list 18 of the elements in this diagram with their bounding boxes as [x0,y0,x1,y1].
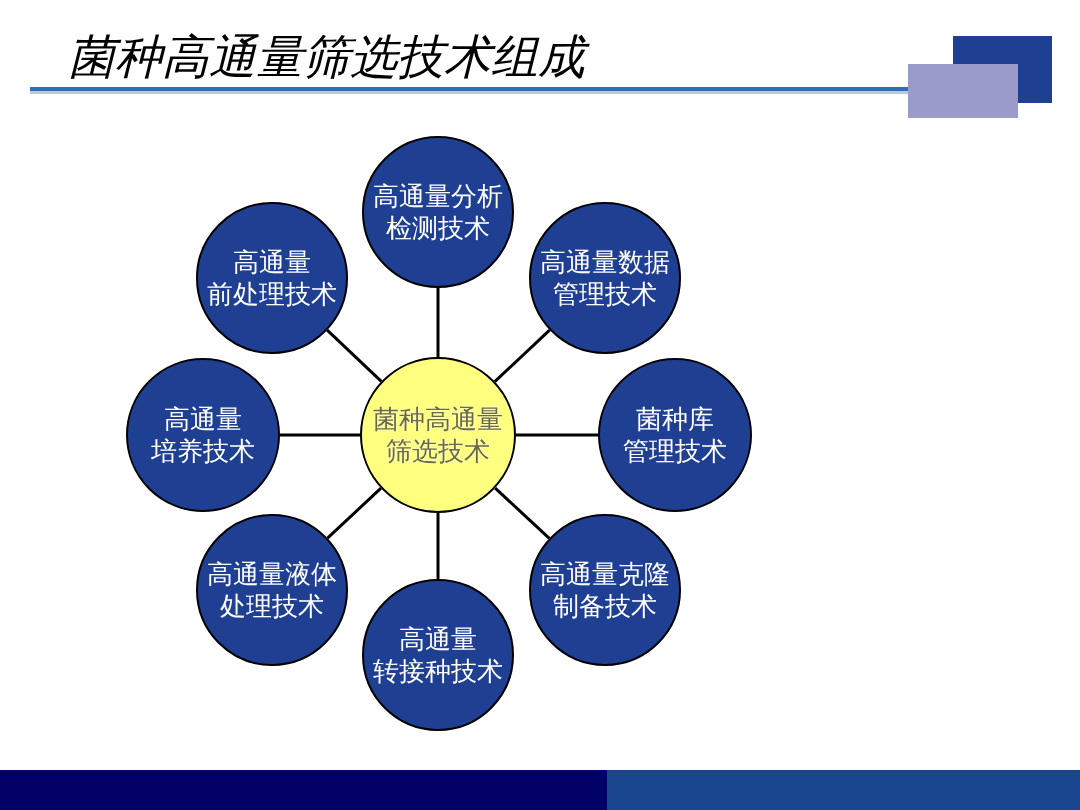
slide-title: 菌种高通量筛选技术组成 [66,27,599,86]
node-label: 高通量培养技术 [150,403,256,467]
node-label: 菌种库管理技术 [622,403,728,467]
connector-line [436,513,440,579]
connector-line [436,288,440,357]
node-label: 高通量液体处理技术 [206,558,338,622]
node-label: 高通量数据管理技术 [539,246,671,310]
connector-line [493,329,551,383]
node-label: 高通量克隆制备技术 [539,558,671,622]
connector-line [494,487,551,540]
connector-line [326,487,383,540]
connector-line [280,433,360,437]
node-label: 高通量转接种技术 [372,623,504,687]
node-label: 高通量分析检测技术 [372,180,504,244]
node-label: 菌种高通量筛选技术 [372,403,504,467]
node-label: 高通量前处理技术 [206,246,338,310]
connector-line [516,433,598,437]
connector-line [326,329,383,383]
